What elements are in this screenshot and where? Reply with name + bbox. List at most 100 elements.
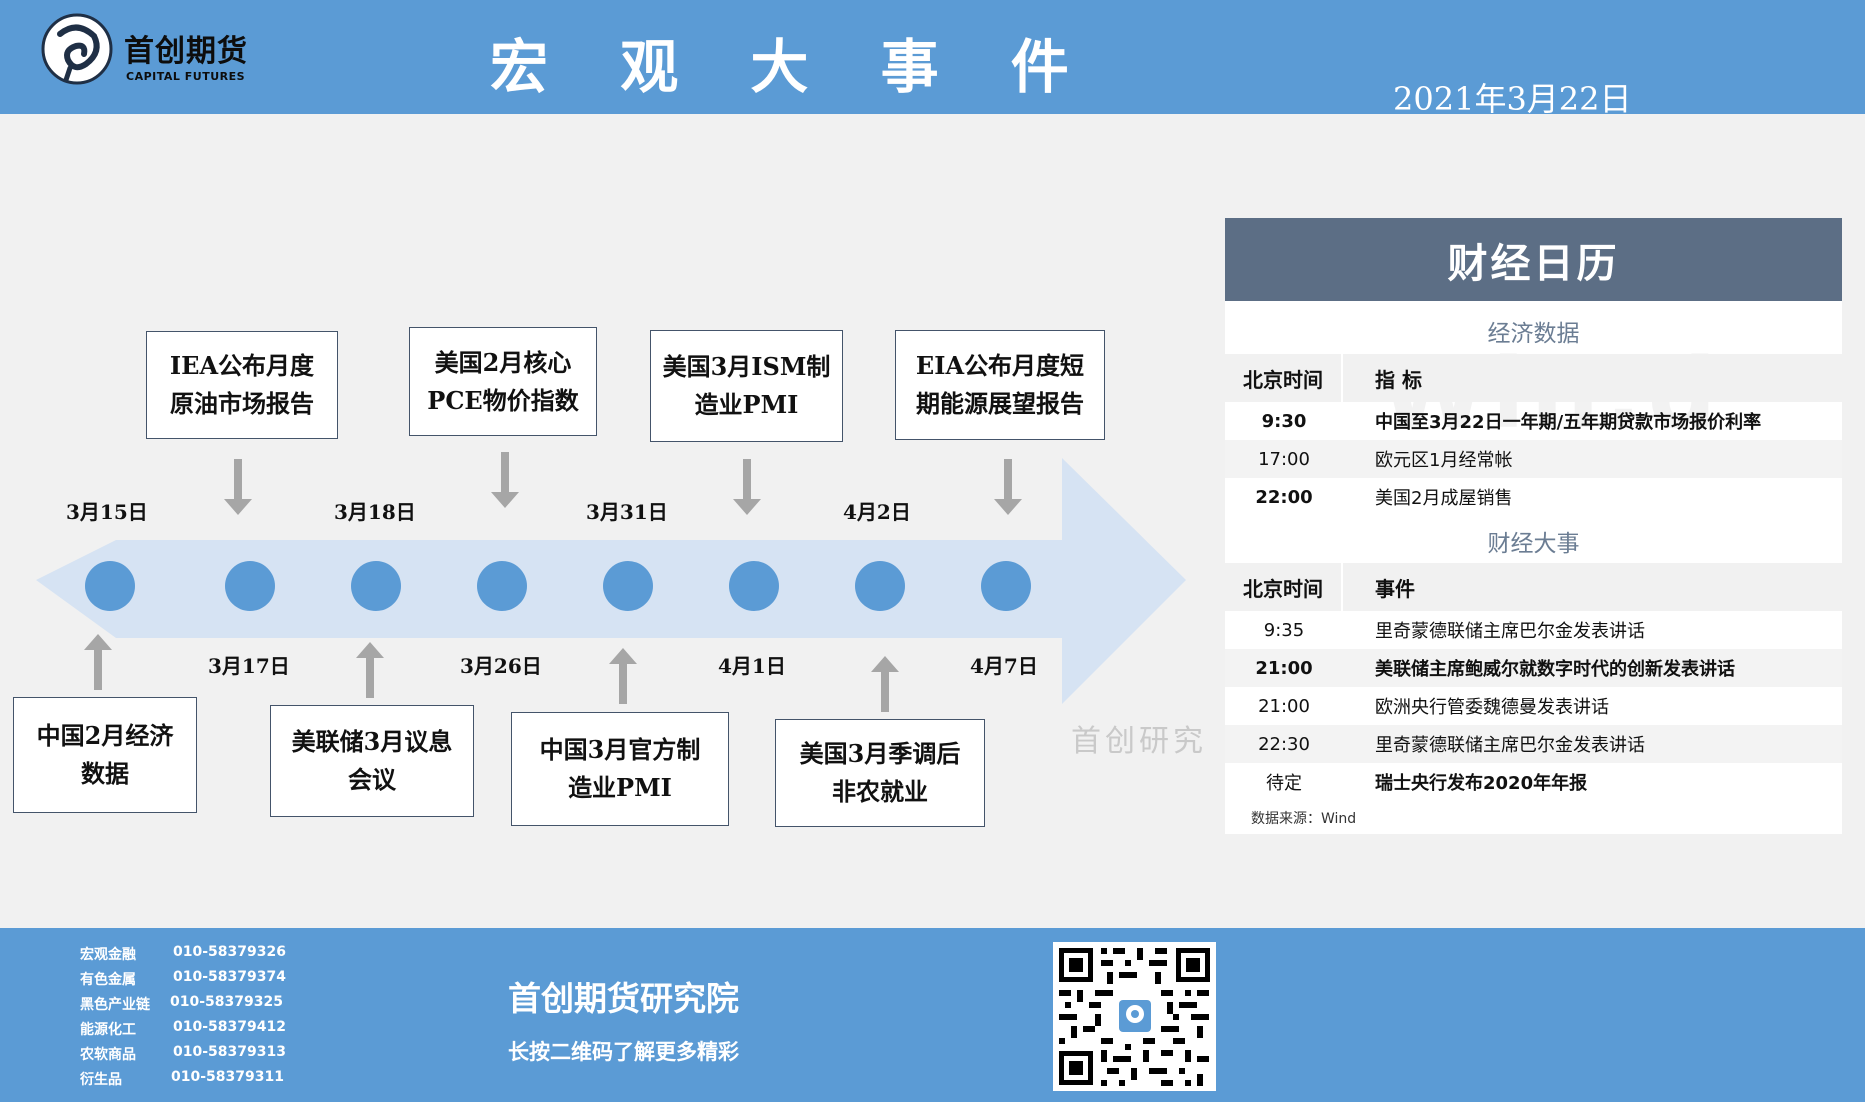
down-arrow-icon bbox=[491, 452, 519, 508]
date-label: 4月1日 bbox=[718, 654, 786, 678]
row-time: 22:30 bbox=[1258, 733, 1310, 755]
event-box: 美国3月ISM制造业PMI bbox=[650, 330, 843, 442]
event-box: IEA公布月度原油市场报告 bbox=[146, 331, 338, 439]
event-text: 造业PMI bbox=[568, 773, 672, 802]
econ-table-header: 北京时间 指 标 bbox=[1225, 354, 1842, 402]
row-time: 22:00 bbox=[1255, 486, 1313, 508]
row-time: 9:30 bbox=[1261, 410, 1307, 432]
contact-dept: 有色金属 bbox=[80, 972, 136, 988]
up-arrow-icon bbox=[84, 634, 112, 690]
event-box: 美联储3月议息会议 bbox=[270, 705, 474, 817]
finance-calendar: Win.d 财经日历 经济数据 北京时间 指 标 9:30 中国至3月22日一年… bbox=[1225, 218, 1842, 834]
table-row: 9:35 里奇蒙德联储主席巴尔金发表讲话 bbox=[1225, 611, 1842, 649]
header-time: 北京时间 bbox=[1225, 354, 1343, 402]
row-event: 美联储主席鲍威尔就数字时代的创新发表讲话 bbox=[1375, 659, 1735, 680]
contact-phone: 010-58379313 bbox=[173, 1044, 286, 1060]
event-text: 中国2月经济 bbox=[36, 721, 174, 750]
header-bar: 首创期货 CAPITAL FUTURES 宏 观 大 事 件 2021年3月22… bbox=[0, 0, 1865, 118]
event-text: 数据 bbox=[80, 759, 129, 788]
table-row: 22:30 里奇蒙德联储主席巴尔金发表讲话 bbox=[1225, 725, 1842, 763]
capital-futures-logo-icon bbox=[41, 13, 113, 85]
date-label: 3月31日 bbox=[586, 500, 668, 524]
date-label: 4月7日 bbox=[970, 654, 1038, 678]
table-row: 21:00 欧洲央行管委魏德曼发表讲话 bbox=[1225, 687, 1842, 725]
date-label: 3月15日 bbox=[66, 500, 148, 524]
institute-name: 首创期货研究院 bbox=[508, 979, 739, 1018]
table-row: 17:00 欧元区1月经常帐 bbox=[1225, 440, 1842, 478]
contact-phone: 010-58379412 bbox=[173, 1019, 286, 1035]
event-box: 中国3月官方制造业PMI bbox=[511, 712, 729, 826]
timeline-dot bbox=[225, 561, 275, 611]
event-box: 美国2月核心 PCE物价指数 bbox=[409, 327, 597, 436]
down-arrow-icon bbox=[994, 459, 1022, 515]
contact-dept: 宏观金融 bbox=[80, 947, 136, 963]
event-text: 造业PMI bbox=[694, 390, 799, 419]
qr-code-icon[interactable] bbox=[1053, 942, 1216, 1091]
row-event: 欧元区1月经常帐 bbox=[1375, 450, 1513, 471]
event-text: 美国3月季调后 bbox=[799, 739, 961, 768]
event-text: 中国3月官方制 bbox=[539, 735, 701, 764]
event-text: 美国3月ISM制 bbox=[662, 352, 831, 381]
header-event: 指 标 bbox=[1375, 367, 1422, 392]
timeline-dot bbox=[729, 561, 779, 611]
row-time: 21:00 bbox=[1255, 657, 1313, 679]
row-event: 瑞士央行发布2020年年报 bbox=[1375, 773, 1588, 794]
econ-section-title: 经济数据 bbox=[1487, 321, 1580, 347]
contact-dept: 黑色产业链 bbox=[80, 997, 150, 1013]
up-arrow-icon bbox=[356, 642, 384, 698]
contact-dept: 衍生品 bbox=[80, 1072, 122, 1088]
down-arrow-icon bbox=[733, 459, 761, 515]
page-title: 宏 观 大 事 件 bbox=[490, 33, 1095, 101]
timeline-dot bbox=[477, 561, 527, 611]
timeline-dot bbox=[85, 561, 135, 611]
header-event: 事件 bbox=[1375, 576, 1415, 601]
contact-dept: 农软商品 bbox=[80, 1047, 136, 1063]
contact-phone: 010-58379325 bbox=[170, 994, 283, 1010]
event-text: EIA公布月度短 bbox=[915, 351, 1085, 380]
date-label: 4月2日 bbox=[843, 500, 911, 524]
contact-phone: 010-58379374 bbox=[173, 969, 286, 985]
row-time: 21:00 bbox=[1258, 695, 1310, 717]
contact-phone: 010-58379311 bbox=[171, 1069, 284, 1085]
event-box: EIA公布月度短期能源展望报告 bbox=[895, 330, 1105, 440]
down-arrow-icon bbox=[224, 459, 252, 515]
event-box: 中国2月经济数据 bbox=[13, 697, 197, 813]
date-label: 3月26日 bbox=[460, 654, 542, 678]
calendar-title: 财经日历 bbox=[1225, 218, 1842, 301]
watermark-text: 首创研究 bbox=[1071, 724, 1207, 759]
event-text: 期能源展望报告 bbox=[915, 389, 1084, 418]
timeline-dot bbox=[981, 561, 1031, 611]
row-event: 里奇蒙德联储主席巴尔金发表讲话 bbox=[1375, 735, 1645, 756]
row-event: 中国至3月22日一年期/五年期贷款市场报价利率 bbox=[1375, 412, 1762, 433]
table-row: 22:00 美国2月成屋销售 bbox=[1225, 478, 1842, 516]
row-event: 里奇蒙德联储主席巴尔金发表讲话 bbox=[1375, 621, 1645, 642]
qr-prompt: 长按二维码了解更多精彩 bbox=[508, 1040, 739, 1064]
up-arrow-icon bbox=[871, 656, 899, 712]
timeline-dot bbox=[855, 561, 905, 611]
row-time: 9:35 bbox=[1263, 619, 1305, 641]
event-text: PCE物价指数 bbox=[427, 385, 579, 415]
contact-phone: 010-58379326 bbox=[173, 944, 286, 960]
event-text: IEA公布月度 bbox=[169, 351, 315, 380]
event-text: 非农就业 bbox=[831, 777, 928, 806]
logo-text-en: CAPITAL FUTURES bbox=[126, 70, 246, 83]
date-label: 3月17日 bbox=[208, 654, 290, 678]
event-text: 原油市场报告 bbox=[169, 389, 314, 418]
row-time: 17:00 bbox=[1258, 448, 1310, 470]
header-time: 北京时间 bbox=[1225, 563, 1343, 611]
date-label: 3月18日 bbox=[334, 500, 416, 524]
contact-dept: 能源化工 bbox=[80, 1022, 136, 1038]
up-arrow-icon bbox=[609, 648, 637, 704]
timeline-dot bbox=[603, 561, 653, 611]
logo-text-cn: 首创期货 bbox=[124, 34, 248, 69]
page-date: 2021年3月22日 bbox=[1393, 80, 1632, 118]
data-source: 数据来源：Wind bbox=[1251, 811, 1357, 827]
row-time: 待定 bbox=[1266, 773, 1302, 794]
table-row: 9:30 中国至3月22日一年期/五年期贷款市场报价利率 bbox=[1225, 402, 1842, 440]
event-text: 会议 bbox=[347, 765, 396, 794]
event-text: 美国2月核心 bbox=[434, 347, 572, 377]
timeline-dot bbox=[351, 561, 401, 611]
table-row: 21:00 美联储主席鲍威尔就数字时代的创新发表讲话 bbox=[1225, 649, 1842, 687]
table-row: 待定 瑞士央行发布2020年年报 bbox=[1225, 763, 1842, 801]
event-text: 美联储3月议息 bbox=[291, 727, 453, 756]
